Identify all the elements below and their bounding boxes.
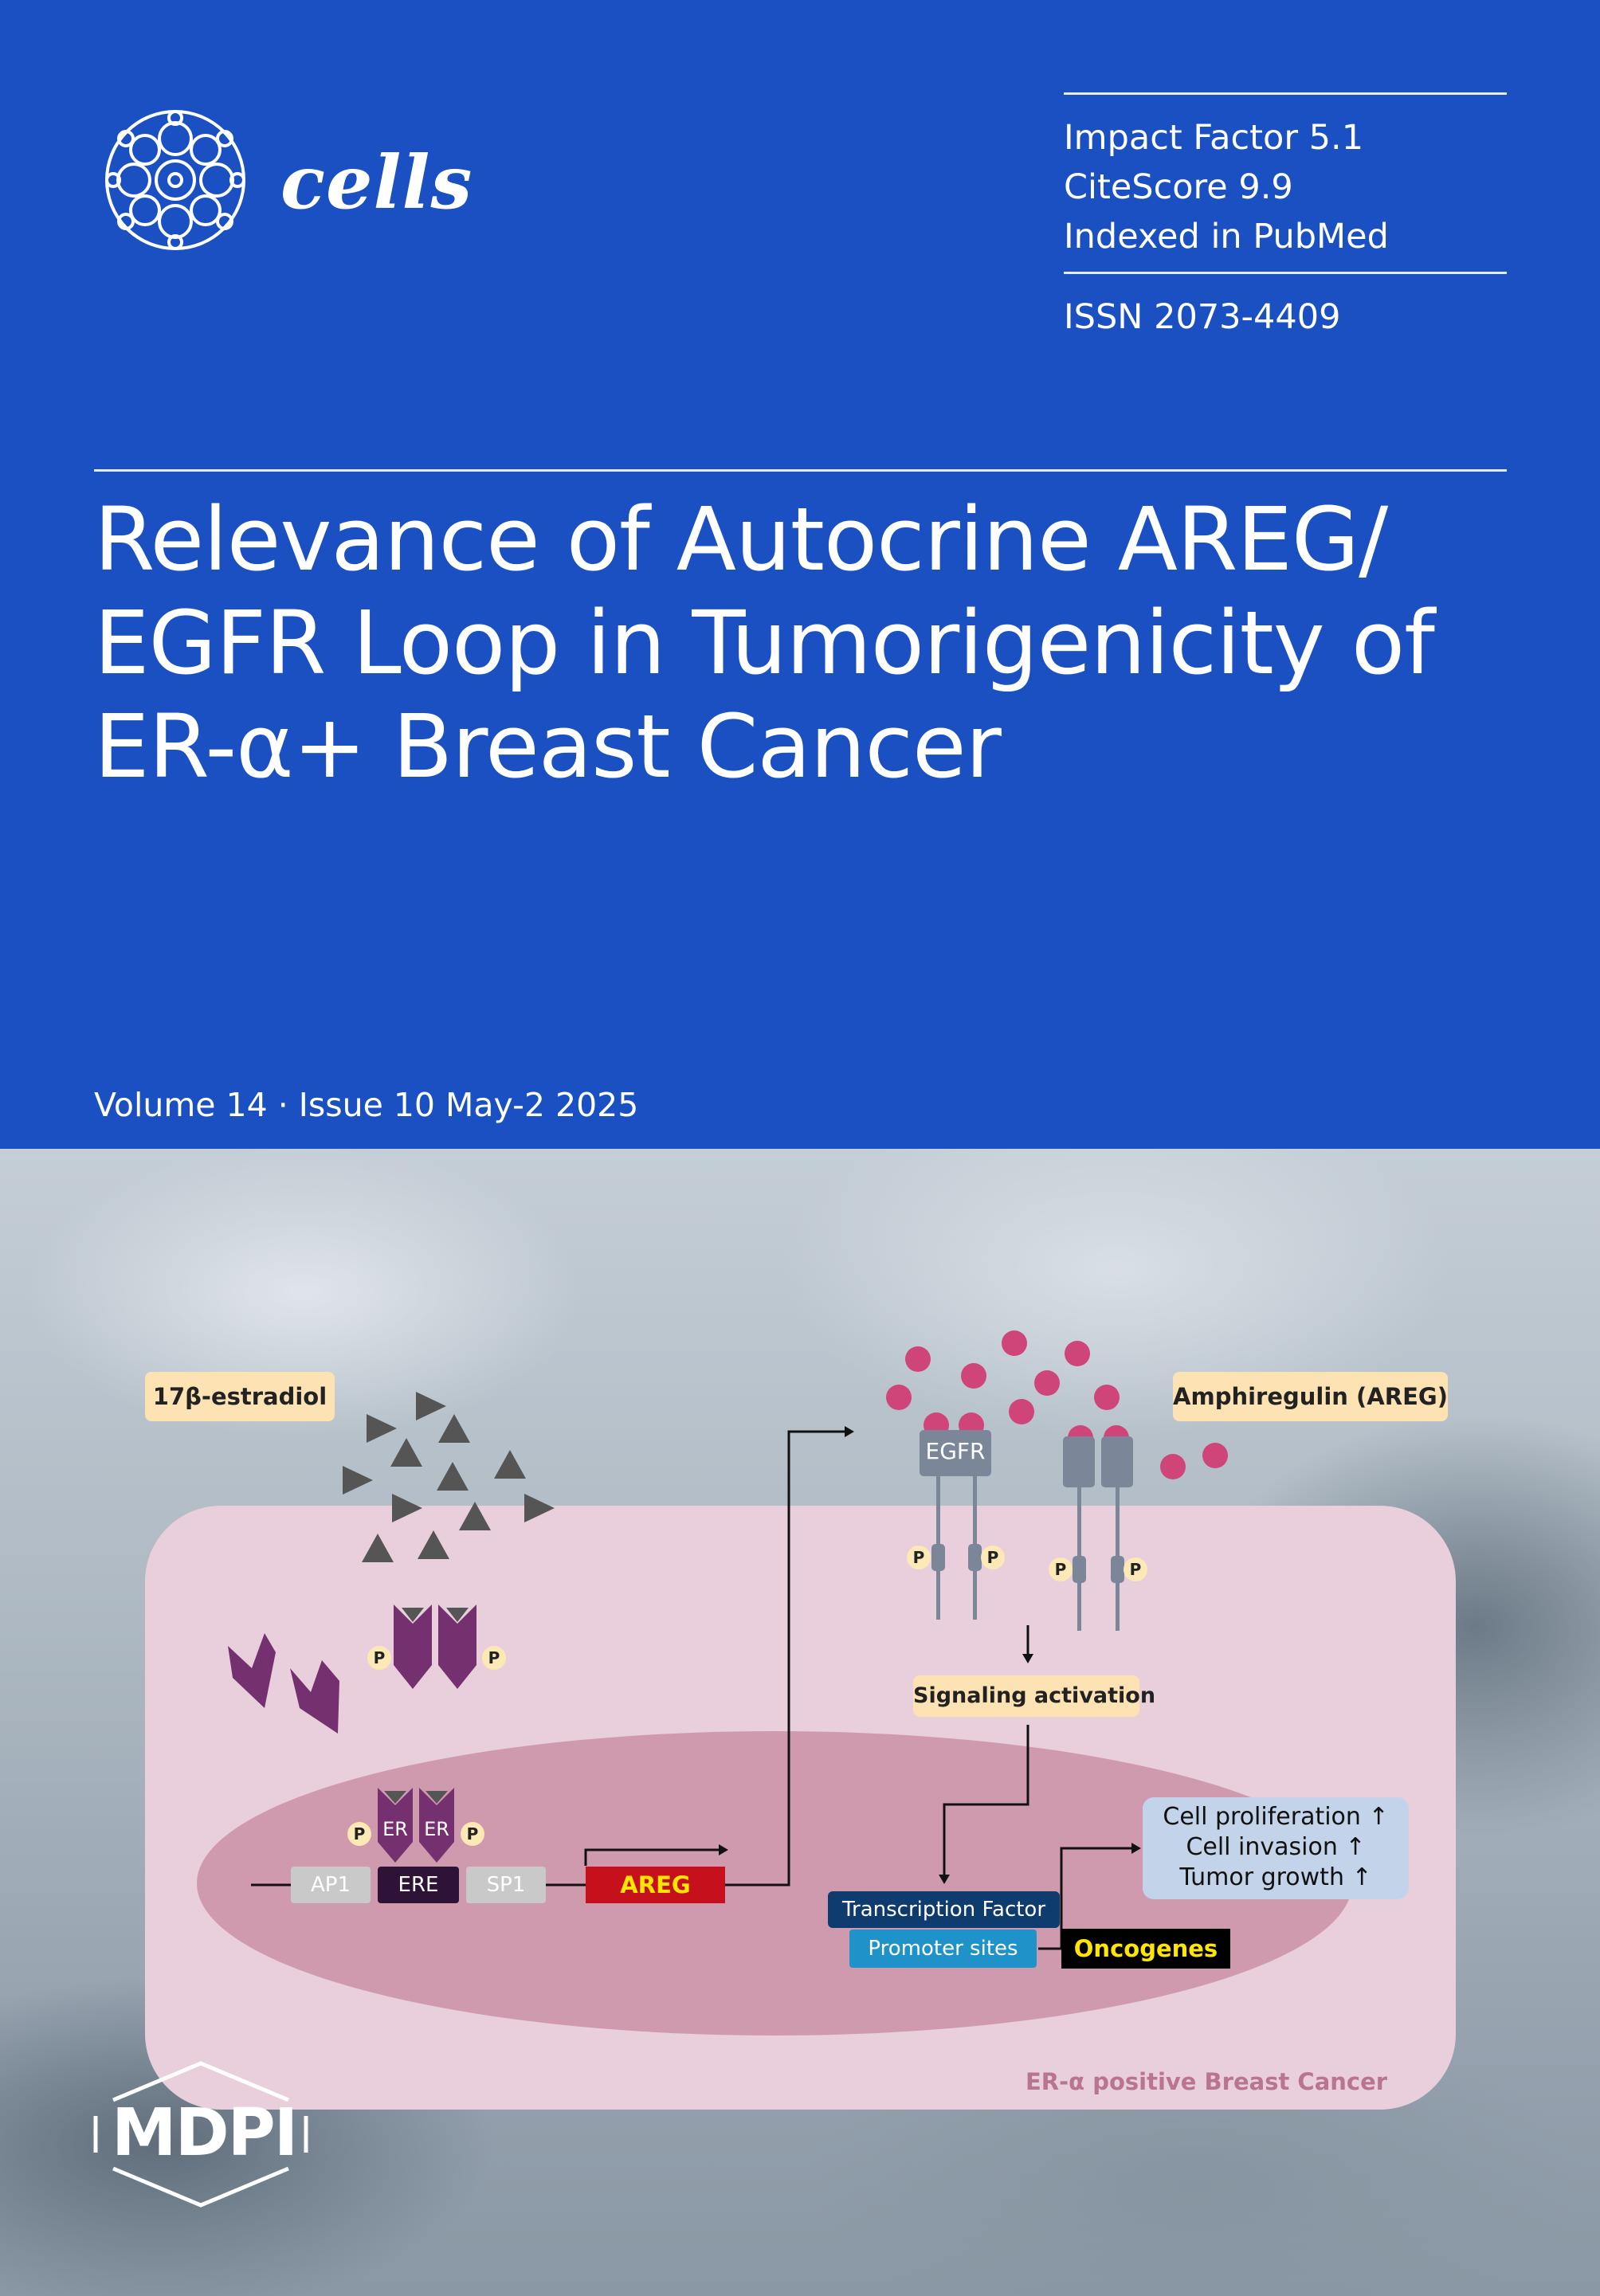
phosphate-badge: P (907, 1546, 931, 1569)
publisher-name: MDPI (112, 2095, 298, 2171)
kinase-domain (1111, 1556, 1124, 1583)
article-title: Relevance of Autocrine AREG/ EGFR Loop i… (94, 488, 1512, 798)
ap1-site: AP1 (291, 1867, 371, 1903)
areg-gene: AREG (586, 1867, 725, 1903)
journal-name: cells (280, 139, 473, 225)
ere-site: ERE (378, 1867, 459, 1903)
phosphate-badge: P (1124, 1557, 1147, 1581)
egfr-receptor (1101, 1436, 1133, 1487)
phosphate-badge: P (482, 1646, 506, 1670)
egfr-label: EGFR (925, 1438, 986, 1464)
areg-ligand (1065, 1341, 1090, 1366)
issn: ISSN 2073-4409 (1064, 297, 1341, 337)
er-receptor-monomers (228, 1633, 339, 1734)
sp1-site: SP1 (466, 1867, 546, 1903)
areg-ligand (1094, 1385, 1120, 1410)
title-line: ER-α+ Breast Cancer (94, 695, 1002, 797)
er-dimer-on-dna (378, 1788, 454, 1863)
volume-issue: Volume 14 · Issue 10 May-2 2025 (94, 1086, 639, 1124)
outcome-item: Cell invasion ↑ (1186, 1833, 1366, 1861)
areg-ligand (1202, 1443, 1228, 1468)
er-label: ER (424, 1818, 449, 1840)
outcomes-box: Cell proliferation ↑ Cell invasion ↑ Tum… (1143, 1797, 1409, 1899)
indexing: Indexed in PubMed (1064, 217, 1389, 257)
phosphate-badge: P (1049, 1557, 1073, 1581)
phosphate-badge: P (347, 1822, 371, 1846)
arrow-down-icon (1022, 1625, 1033, 1663)
phosphate-badge: P (367, 1646, 391, 1670)
er-dimer (394, 1604, 476, 1689)
phosphate-badge: P (981, 1546, 1005, 1569)
areg-ligand (961, 1363, 986, 1389)
areg-ligand (1160, 1454, 1186, 1479)
areg-ligand (905, 1346, 931, 1372)
amphiregulin-label: Amphiregulin (AREG) (1173, 1372, 1448, 1421)
transcription-factor: Transcription Factor (828, 1891, 1060, 1928)
kinase-domain (931, 1544, 945, 1571)
phosphate-badge: P (461, 1822, 484, 1846)
areg-ligand (1009, 1399, 1034, 1424)
title-line: EGFR Loop in Tumorigenicity of (94, 592, 1435, 694)
egfr-receptor (920, 1430, 991, 1476)
kinase-domain (1073, 1556, 1086, 1583)
er-label: ER (382, 1818, 408, 1840)
mdpi-logo-icon (93, 2061, 308, 2208)
areg-ligand (1002, 1330, 1027, 1356)
title-line: Relevance of Autocrine AREG/ (94, 488, 1388, 590)
citescore: CiteScore 9.9 (1064, 167, 1293, 207)
estradiol-label: 17β-estradiol (145, 1372, 335, 1421)
cell-caption: ER-α positive Breast Cancer (1025, 2068, 1388, 2095)
divider (1064, 92, 1507, 95)
divider (1064, 272, 1507, 274)
egfr-receptor (1063, 1436, 1095, 1487)
divider (94, 469, 1507, 472)
promoter-sites: Promoter sites (849, 1930, 1037, 1968)
areg-ligand (1034, 1370, 1060, 1396)
signaling-activation-label: Signaling activation (913, 1675, 1155, 1717)
outcome-item: Cell proliferation ↑ (1163, 1803, 1389, 1831)
outcome-item: Tumor growth ↑ (1179, 1863, 1372, 1891)
cell-cluster-icon (105, 110, 245, 250)
areg-ligand (886, 1385, 912, 1410)
kinase-domain (968, 1544, 982, 1571)
oncogenes: Oncogenes (1061, 1929, 1230, 1969)
cover-header (0, 0, 1600, 1149)
estradiol-molecules (343, 1392, 555, 1562)
impact-factor: Impact Factor 5.1 (1064, 118, 1364, 158)
